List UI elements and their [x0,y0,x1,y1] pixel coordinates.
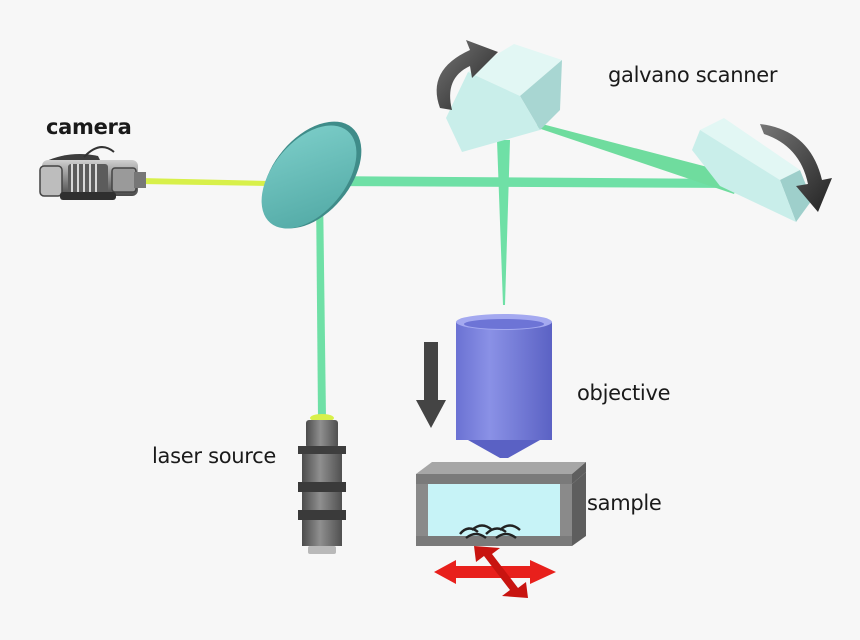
galvo-to-galvo-beam [532,124,742,194]
laser-source-label: laser source [152,444,276,468]
rotation-arrow-upper-icon [436,40,498,110]
main-beam [316,176,740,188]
objective-label: objective [577,381,670,405]
dichroic-mirror-icon [261,121,362,229]
xy-move-arrow-icon [434,546,556,598]
laser-source-icon [298,414,346,554]
laser-beam [316,190,326,418]
camera-label: camera [46,115,131,139]
cells-icon [459,524,521,539]
beam-paths [140,124,742,418]
down-arrow-icon [416,342,446,428]
sample-label: sample [587,491,662,515]
galvano-scanner-label: galvano scanner [608,63,778,87]
rotation-arrow-lower-icon [760,124,832,212]
galvano-mirror-lower-icon [692,118,812,222]
camera-beam [140,178,270,186]
objective-beam [497,140,510,305]
objective-lens-icon [456,314,552,458]
camera-icon [39,146,146,200]
galvano-mirror-upper-icon [446,44,562,152]
sample-stage-icon [416,462,586,546]
